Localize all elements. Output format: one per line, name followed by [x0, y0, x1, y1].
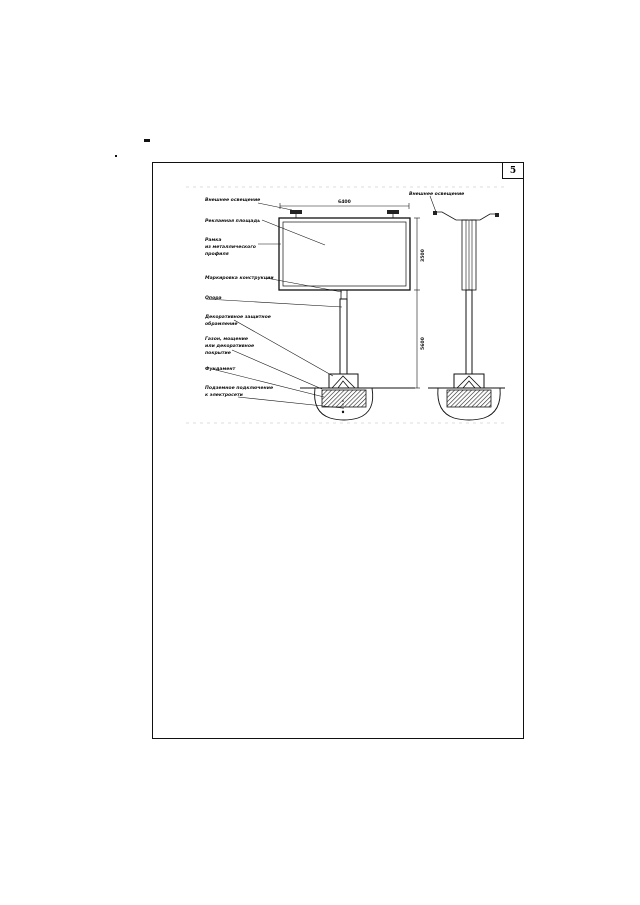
soil-pit-outline	[314, 387, 374, 421]
side-light-left	[433, 211, 437, 215]
side-support-pole	[465, 289, 473, 375]
label-power-2: к электросети	[205, 393, 244, 398]
label-external-lighting-side: Внешнее освещение	[409, 191, 464, 197]
light-fixture-left	[290, 210, 302, 214]
label-frame-1: Рамка	[205, 237, 221, 243]
support-pole	[339, 298, 348, 375]
side-view	[428, 211, 505, 421]
page-number-badge: 5	[502, 162, 524, 179]
front-view	[278, 203, 420, 421]
drawing-sheet: 5	[152, 162, 524, 739]
label-external-lighting: Внешнее освещение	[205, 197, 260, 203]
foundation-block	[321, 389, 367, 408]
marking-plate	[340, 289, 348, 300]
frame-dashes	[186, 186, 506, 424]
label-frame-2: из металлического	[205, 245, 256, 250]
label-foundation: Фундамент	[205, 366, 236, 372]
ad-panel-inner	[282, 221, 407, 287]
label-decor-1: Декоративное защитное	[204, 314, 271, 320]
label-lawn-1: Газон, мощение	[205, 336, 248, 342]
leader-lines	[205, 195, 437, 409]
dimension-panel-height: 3500	[420, 249, 426, 262]
label-lawn-2: или декоративное	[205, 344, 254, 349]
light-fixture-right	[387, 210, 399, 214]
side-light-right	[495, 213, 499, 217]
scan-dot	[115, 155, 117, 157]
scan-mark	[144, 139, 150, 142]
label-ad-area: Рекламная площадь	[205, 218, 260, 224]
label-lawn-3: покрытие	[205, 351, 231, 356]
label-decor-2: обрамление	[205, 320, 238, 327]
label-power-1: Подземное подключение	[205, 385, 273, 391]
dimension-pole-height: 5600	[420, 337, 426, 350]
label-structure-marking: Маркировка конструкции	[205, 275, 274, 281]
side-foundation-block	[446, 389, 492, 408]
ad-panel-outer	[278, 217, 411, 291]
side-soil-pit-outline	[437, 387, 501, 421]
dimension-width: 6400	[338, 199, 351, 205]
label-frame-3: профиля	[205, 250, 229, 257]
label-support: Опора	[205, 295, 222, 301]
